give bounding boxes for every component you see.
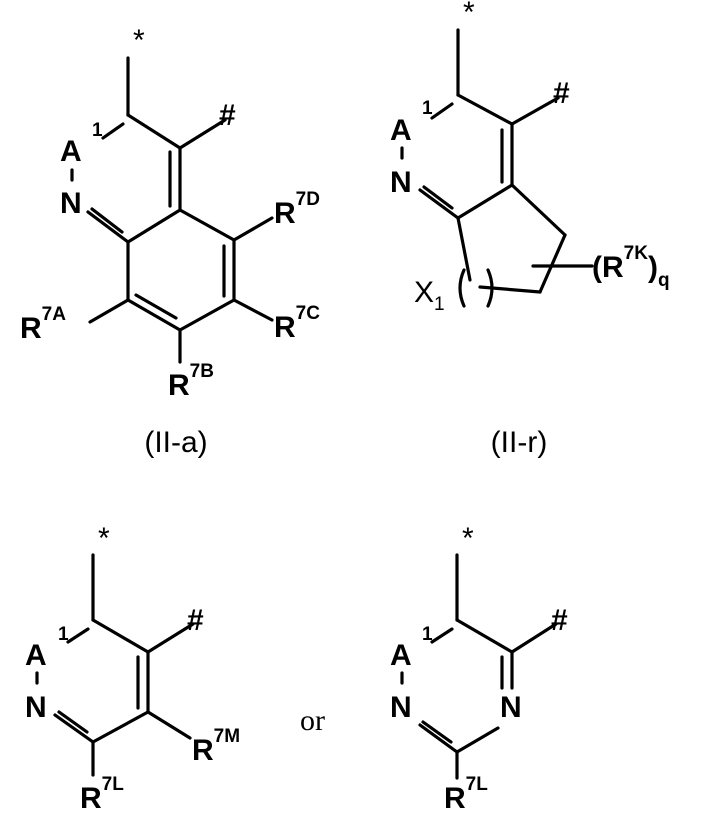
hash-label: #: [553, 77, 570, 110]
bond-c6-r7c: [234, 300, 272, 320]
bond-c4-n: [420, 190, 458, 218]
bond-c1-c2: [458, 95, 512, 124]
bond-c3-c5: [180, 210, 234, 240]
r7k-label: (R7K)q: [592, 243, 670, 291]
star-label: *: [462, 522, 474, 555]
r7l-label: R7L: [80, 774, 124, 815]
r7d-label: R7D: [274, 189, 320, 230]
star-label: *: [463, 0, 475, 29]
bond-c2-hash: [512, 624, 556, 652]
bond-c4-n: [88, 212, 128, 242]
atom-n2: N: [500, 691, 522, 724]
atom-a: A: [60, 135, 82, 168]
r7m-label: R7M: [192, 726, 240, 767]
bond-c5-r7d: [234, 218, 272, 240]
star-label: *: [133, 24, 145, 57]
atom-n1: N: [390, 691, 412, 724]
x1-paren-left: [460, 270, 464, 306]
structure-pyrimidine: * # 1 A N N R7L: [390, 522, 568, 815]
position-1-label: 1: [422, 624, 433, 645]
bond-c8-r7a: [90, 300, 128, 322]
position-1-label: 1: [422, 98, 433, 119]
bond-c3-ring-a: [512, 185, 565, 235]
bond-c1-c2: [128, 115, 180, 148]
x1-label: X1: [414, 276, 445, 315]
hash-label: #: [187, 604, 204, 637]
r7b-label: R7B: [168, 361, 214, 402]
r7l-label: R7L: [444, 774, 488, 815]
structure-ii-a: * # 1 A N R7D R7C R7A R7B (II-a): [20, 24, 320, 459]
atom-n: N: [390, 166, 412, 199]
or-connector: or: [300, 704, 325, 737]
star-label: *: [98, 522, 110, 555]
position-1-label: 1: [92, 120, 103, 141]
bond-ring-c: [480, 287, 540, 292]
bond-c1-a-double: [432, 629, 452, 642]
bond-n2-c4: [457, 728, 498, 752]
structure-pyridine: * # 1 A N R7M R7L: [25, 522, 240, 815]
atom-a: A: [390, 114, 412, 147]
bond-c4-n-double: [92, 209, 122, 232]
bond-c4-n1: [420, 725, 457, 752]
caption-ii-a: (II-a): [144, 426, 207, 459]
caption-ii-r: (II-r): [491, 426, 548, 459]
atom-n: N: [25, 691, 47, 724]
bond-c3-r7m: [148, 712, 190, 738]
bond-ring-b: [540, 235, 565, 292]
bond-c1-a-double: [68, 629, 88, 642]
bond-c2-hash: [512, 98, 558, 124]
structure-ii-r: * # 1 A N X1 (R7K)q (II-r): [390, 0, 670, 459]
hash-label: #: [219, 99, 236, 132]
bond-c1-a-double: [103, 124, 123, 138]
bond-c3-c4: [128, 210, 180, 242]
bond-c1-c2: [457, 620, 512, 652]
bond-c1-c2: [93, 620, 148, 652]
atom-a: A: [25, 639, 47, 672]
atom-n: N: [60, 187, 82, 220]
bond-c4-n: [55, 715, 93, 742]
hash-label: #: [551, 604, 568, 637]
position-1-label: 1: [58, 624, 69, 645]
atom-a: A: [390, 639, 412, 672]
bond-c3-c4: [458, 185, 512, 218]
r7a-label: R7A: [20, 304, 66, 345]
bond-c6-c7: [180, 300, 234, 330]
bond-c3-c4: [93, 712, 148, 742]
r7c-label: R7C: [274, 303, 320, 344]
bond-c1-a-double: [432, 104, 452, 118]
